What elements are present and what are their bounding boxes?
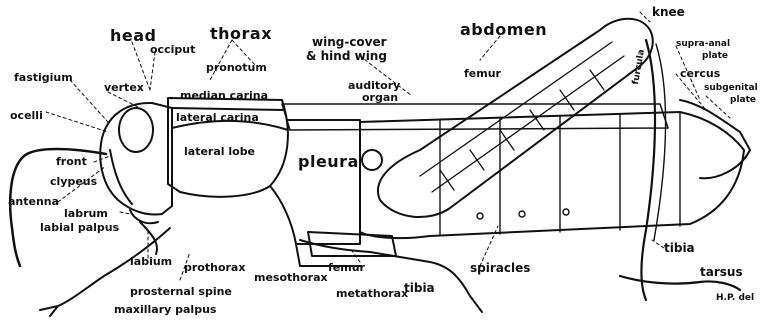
label-vertex: vertex xyxy=(104,82,144,93)
label-prothorax: prothorax xyxy=(184,262,245,273)
abdomen-tip xyxy=(680,100,750,178)
label-prosternal-spine: prosternal spine xyxy=(130,286,232,297)
spiracle-row xyxy=(477,209,569,219)
labrum-mouth xyxy=(130,210,158,223)
label-organ: organ xyxy=(362,92,398,103)
label-ocelli: ocelli xyxy=(10,110,43,121)
signature: H.P. del xyxy=(716,294,754,303)
median-carina-line xyxy=(172,108,284,110)
label-femur-lower: femur xyxy=(328,262,365,273)
label-maxillary-palpus: maxillary palpus xyxy=(114,304,216,315)
label-subgenital-plate: plate xyxy=(730,96,756,105)
pleura-outline xyxy=(270,120,360,244)
label-pronotum: pronotum xyxy=(206,62,267,73)
label-front: front xyxy=(56,156,87,167)
label-abdomen: abdomen xyxy=(460,22,547,38)
label-auditory: auditory xyxy=(348,80,400,91)
label-antenna: antenna xyxy=(8,196,59,207)
label-lateral-lobe: lateral lobe xyxy=(184,146,255,157)
label-labium: labium xyxy=(130,256,172,267)
label-occiput: occiput xyxy=(150,44,195,55)
label-tibia-lower: tibia xyxy=(404,282,435,294)
label-labial-palpus: labial palpus xyxy=(40,222,119,233)
label-thorax: thorax xyxy=(210,26,272,42)
front-tarsus xyxy=(40,306,58,316)
label-median-carina: median carina xyxy=(180,90,268,101)
abdominal-segments xyxy=(440,112,680,236)
label-fastigium: fastigium xyxy=(14,72,73,83)
label-head: head xyxy=(110,28,157,44)
label-metathorax: metathorax xyxy=(336,288,408,299)
label-supra-anal-plate: plate xyxy=(702,52,728,61)
label-knee: knee xyxy=(652,6,685,18)
wing-cover xyxy=(282,104,668,130)
hind-tibia xyxy=(642,40,656,300)
hind-tibia-inner xyxy=(654,44,666,240)
label-spiracles: spiracles xyxy=(470,262,530,274)
label-pleura: pleura xyxy=(298,154,359,170)
auditory-organ xyxy=(362,150,382,170)
label-supra-anal: supra-anal xyxy=(676,40,730,49)
label-tarsus: tarsus xyxy=(700,266,743,278)
label-cercus: cercus xyxy=(680,68,720,79)
label-femur-upper: femur xyxy=(464,68,501,79)
label-lateral-carina: lateral carina xyxy=(176,112,259,123)
label-wing-cover: wing-cover xyxy=(312,36,387,48)
label-mesothorax: mesothorax xyxy=(254,272,328,283)
label-tibia-right: tibia xyxy=(664,242,695,254)
labial-palpus-shape xyxy=(140,222,157,254)
compound-eye xyxy=(119,108,153,152)
label-subgenital: subgenital xyxy=(704,84,758,93)
label-labrum: labrum xyxy=(64,208,108,219)
label-hind-wing: & hind wing xyxy=(306,50,387,62)
label-clypeus: clypeus xyxy=(50,176,97,187)
